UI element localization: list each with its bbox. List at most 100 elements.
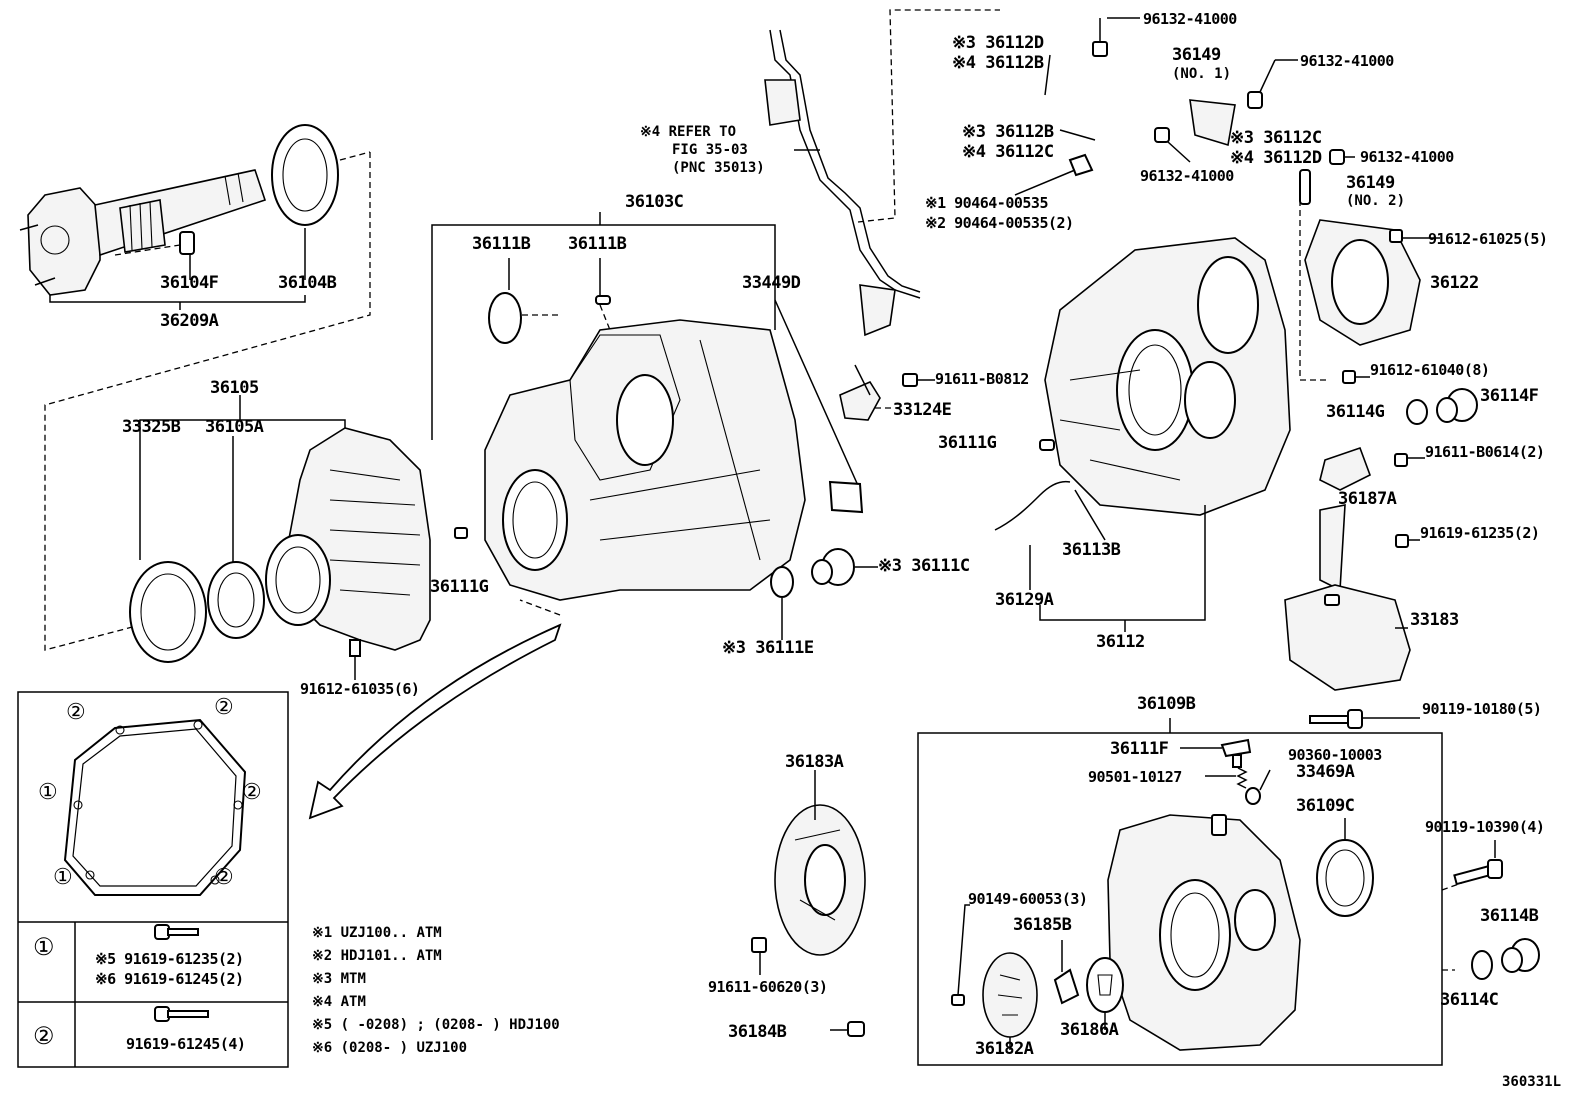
- label-36114C: 36114C: [1440, 990, 1499, 1010]
- part-36114G-washer: [1406, 399, 1428, 425]
- shaft-assembly-drawing: [19, 124, 371, 296]
- label-36103C: 36103C: [625, 192, 684, 212]
- gasket-detail-frame: [17, 691, 289, 1068]
- note-2: ※2 HDJ101.. ATM: [312, 948, 442, 964]
- note-5: ※5 ( -0208) ; (0208- ) HDJ100: [312, 1017, 560, 1033]
- label-36105: 36105: [210, 378, 259, 398]
- label-36111F: 36111F: [1110, 739, 1169, 759]
- gasket-row1-marker: ①: [33, 933, 55, 961]
- part-36122-plate: [1304, 219, 1421, 346]
- label-36112B-top: ※4 36112B: [952, 53, 1044, 73]
- label-36114B: 36114B: [1480, 906, 1539, 926]
- gasket-row1-line1: ※5 91619-61235(2): [95, 950, 244, 968]
- label-96132-41000-c: 96132-41000: [1360, 148, 1454, 166]
- label-36184B: 36184B: [728, 1022, 787, 1042]
- label-refer-line2: FIG 35-03: [672, 142, 748, 158]
- part-90501-spring: [1236, 767, 1248, 789]
- label-90119-10180: 90119-10180(5): [1422, 700, 1542, 718]
- label-36111C: ※3 36111C: [878, 556, 970, 576]
- label-36111E: ※3 36111E: [722, 638, 814, 658]
- label-36111G-right: 36111G: [938, 433, 997, 453]
- label-36149-no1: 36149: [1172, 45, 1221, 65]
- shaft-dash-frame: [44, 152, 371, 651]
- part-36186A-gear: [1086, 957, 1124, 1013]
- arrow-to-gasket-detail: [308, 623, 562, 820]
- part-33183-bracket: [1284, 504, 1411, 691]
- label-36112D: ※3 36112D: [952, 33, 1044, 53]
- part-36185B-key: [1053, 968, 1080, 1005]
- label-36185B: 36185B: [1013, 915, 1072, 935]
- part-36111C-bearing: [811, 548, 855, 586]
- part-91611-60620-bolt: [751, 937, 767, 953]
- part-33469A-ball: [1245, 787, 1261, 805]
- label-36104B: 36104B: [278, 273, 337, 293]
- transfer-cover-drawing: [1107, 814, 1301, 1051]
- label-90464-00535-2: ※2 90464-00535(2): [925, 214, 1074, 232]
- label-36112D-right: ※4 36112D: [1230, 148, 1322, 168]
- label-91611-B0614: 91611-B0614(2): [1425, 443, 1545, 461]
- part-36114B-plug: [1501, 938, 1540, 973]
- note-4: ※4 ATM: [312, 994, 366, 1010]
- part-36187A-cover: [1319, 446, 1371, 491]
- part-36183A-cover: [774, 804, 866, 956]
- label-91611-B0812: 91611-B0812: [935, 370, 1029, 388]
- label-96132-41000-a: 96132-41000: [1143, 10, 1237, 28]
- gasket-marker-tl: ②: [66, 700, 86, 725]
- cover-36109B-frame: [917, 732, 1443, 1066]
- label-36111B-right: 36111B: [568, 234, 627, 254]
- label-36112: 36112: [1096, 632, 1145, 652]
- part-36114F-plug: [1436, 388, 1478, 423]
- label-33469A: 33469A: [1296, 762, 1355, 782]
- label-33183: 33183: [1410, 610, 1459, 630]
- part-36111F-breather: [1220, 738, 1252, 768]
- center-case-drawing: [484, 292, 806, 601]
- bracket-36103C: [431, 224, 776, 440]
- part-33449D-plate: [828, 480, 864, 514]
- part-36129A-pipe: [994, 480, 1071, 531]
- label-36114F: 36114F: [1480, 386, 1539, 406]
- extension-housing-drawing: [129, 427, 468, 663]
- label-36129A: 36129A: [995, 590, 1054, 610]
- bracket-36112: [1039, 505, 1206, 621]
- label-90119-10390: 90119-10390(4): [1425, 818, 1545, 836]
- label-36186A: 36186A: [1060, 1020, 1119, 1040]
- part-36114C-washer: [1471, 950, 1493, 980]
- label-90464-00535-1: ※1 90464-00535: [925, 194, 1048, 212]
- label-refer-line1: ※4 REFER TO: [640, 124, 737, 140]
- label-ref-code: 360331L: [1502, 1074, 1562, 1090]
- part-33124E-clip: [839, 364, 881, 421]
- label-36105A: 36105A: [205, 417, 264, 437]
- label-36122: 36122: [1430, 273, 1479, 293]
- label-36113B: 36113B: [1062, 540, 1121, 560]
- gasket-marker-br: ②: [214, 865, 234, 890]
- gasket-outline: [63, 718, 247, 896]
- bracket-36209A: [49, 295, 306, 303]
- shift-rod-drawing: [764, 9, 1000, 337]
- label-36111B-left: 36111B: [472, 234, 531, 254]
- part-36109C-seal: [1316, 839, 1374, 917]
- bolt-icon-row2: [154, 1006, 209, 1022]
- label-36183A: 36183A: [785, 752, 844, 772]
- gasket-row1-line2: ※6 91619-61245(2): [95, 970, 244, 988]
- part-90149-screw: [951, 994, 965, 1006]
- label-36209A: 36209A: [160, 311, 219, 331]
- label-36109C: 36109C: [1296, 796, 1355, 816]
- label-36114G: 36114G: [1326, 402, 1385, 422]
- label-36112C-right: ※3 36112C: [1230, 128, 1322, 148]
- gasket-marker-l: ①: [38, 780, 58, 805]
- gasket-dash-top: [519, 599, 561, 616]
- label-36182A: 36182A: [975, 1039, 1034, 1059]
- part-90119-10390-bolt: [1453, 859, 1503, 886]
- gasket-row2-marker: ②: [33, 1022, 55, 1050]
- label-36111G-left: 36111G: [430, 577, 489, 597]
- label-36112B-mid: ※3 36112B: [962, 122, 1054, 142]
- note-6: ※6 (0208- ) UZJ100: [312, 1040, 468, 1056]
- label-36112C-mid: ※4 36112C: [962, 142, 1054, 162]
- label-96132-41000-b: 96132-41000: [1300, 52, 1394, 70]
- gasket-marker-bl: ①: [53, 865, 73, 890]
- transfer-case-36112-drawing: [1044, 237, 1291, 516]
- label-90501-10127: 90501-10127: [1088, 768, 1182, 786]
- note-3: ※3 MTM: [312, 971, 366, 987]
- label-36149-no2-sub: (NO. 2): [1346, 193, 1406, 209]
